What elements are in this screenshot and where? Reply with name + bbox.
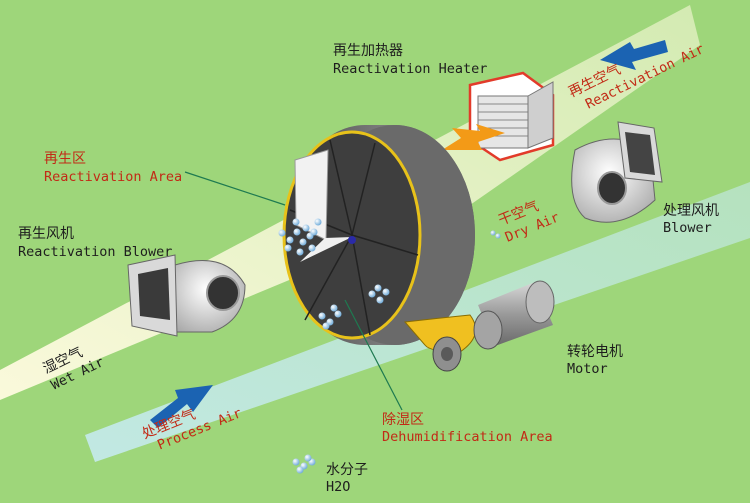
dehumidification-area-label-en: Dehumidification Area (382, 429, 553, 445)
motor-label-en: Motor (567, 361, 608, 377)
process-blower-label-en: Blower (663, 220, 712, 236)
motor-label-cn: 转轮电机 (567, 344, 623, 360)
water-label-cn: 水分子 (326, 462, 368, 478)
reactivation-blower-label-en: Reactivation Blower (18, 244, 172, 260)
reactivation-blower-label-cn: 再生风机 (18, 226, 74, 242)
dehumidification-area-leader (344, 299, 403, 411)
process-air-arrow (150, 385, 213, 428)
heater-label-en: Reactivation Heater (333, 61, 487, 77)
water-molecules (278, 218, 501, 474)
motor (432, 280, 555, 372)
reactivation-area-label-cn: 再生区 (44, 151, 86, 167)
reactivation-air-arrow (600, 40, 668, 70)
heater-label-cn: 再生加热器 (333, 43, 403, 59)
process-blower (571, 121, 663, 223)
heat-arrow (442, 124, 505, 150)
reactivation-heater (468, 71, 555, 162)
dehumidification-area-label-cn: 除湿区 (382, 412, 424, 428)
water-label-en: H2O (326, 479, 350, 495)
reactivation-area-leader (184, 171, 286, 206)
reactivation-area-label-en: Reactivation Area (44, 169, 182, 185)
process-blower-label-cn: 处理风机 (663, 203, 719, 219)
reactivation-blower (127, 254, 246, 337)
desiccant-wheel (282, 125, 475, 345)
